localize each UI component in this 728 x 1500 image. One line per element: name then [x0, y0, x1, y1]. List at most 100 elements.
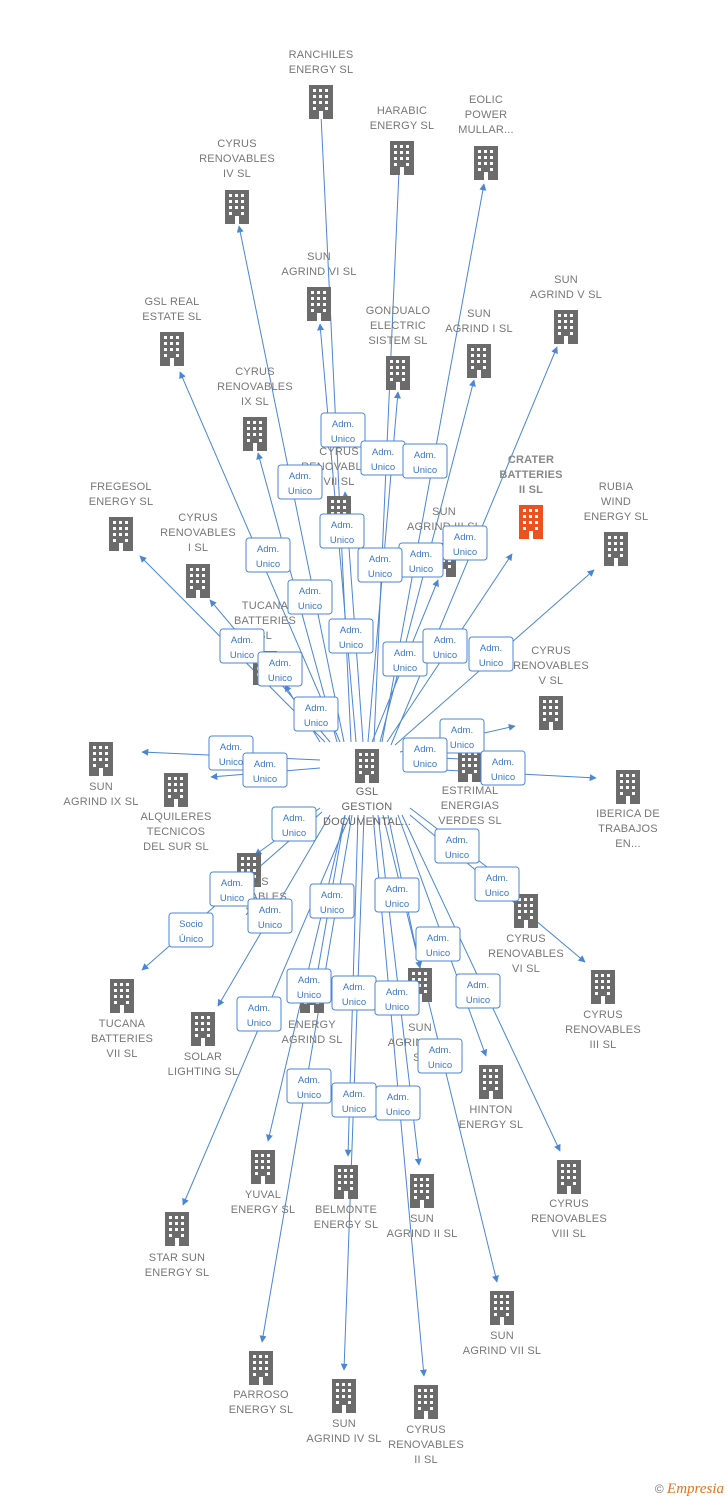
role-badge[interactable]: Adm.Unico: [293, 696, 339, 732]
role-badge[interactable]: Adm.Unico: [331, 1082, 377, 1118]
badge-label: Adm.: [257, 544, 279, 555]
role-badge[interactable]: Adm.Unico: [247, 898, 293, 934]
node-center[interactable]: GSLGESTIONDOCUMENTAL...: [323, 749, 411, 828]
role-badge[interactable]: Adm.Unico: [455, 973, 501, 1009]
node-label-line: V SL: [539, 675, 564, 687]
node-label-line: BATTERIES: [91, 1033, 153, 1045]
role-badge[interactable]: Adm.Unico: [357, 547, 403, 583]
role-badge[interactable]: Adm.Unico: [398, 542, 444, 578]
node-label-line: AGRIND VI SL: [281, 266, 356, 278]
node-eolic[interactable]: EOLICPOWERMULLAR...: [458, 94, 514, 180]
building-icon: [191, 1012, 215, 1046]
role-badge[interactable]: Adm.Unico: [468, 636, 514, 672]
node-label-line: VI SL: [512, 963, 540, 975]
role-badge[interactable]: Adm.Unico: [320, 412, 366, 448]
role-badge[interactable]: Adm.Unico: [287, 579, 333, 615]
role-badge[interactable]: Adm.Unico: [402, 737, 448, 773]
node-label-line: SISTEM SL: [368, 335, 427, 347]
role-badge[interactable]: Adm.Unico: [374, 980, 420, 1016]
node-label-line: ENERGY SL: [314, 1219, 379, 1231]
badge-label: Unico: [453, 547, 477, 558]
role-badge[interactable]: Adm.Unico: [415, 926, 461, 962]
role-badge[interactable]: Adm.Unico: [245, 537, 291, 573]
role-badge[interactable]: Adm.Unico: [236, 996, 282, 1032]
building-icon: [89, 742, 113, 776]
node-label-line: BATTERIES: [234, 615, 296, 627]
building-icon: [539, 696, 563, 730]
role-badge[interactable]: Adm.Unico: [328, 618, 374, 654]
role-badge[interactable]: Adm.Unico: [422, 628, 468, 664]
role-badge[interactable]: Adm.Unico: [417, 1038, 463, 1074]
role-badge[interactable]: Adm.Unico: [382, 641, 428, 677]
role-badge[interactable]: Adm.Unico: [439, 718, 485, 754]
role-badge[interactable]: Adm.Unico: [360, 440, 406, 476]
node-label-line: IX SL: [241, 396, 269, 408]
role-badge[interactable]: Adm.Unico: [375, 1085, 421, 1121]
role-badge[interactable]: Adm.Unico: [374, 877, 420, 913]
badge-label: Unico: [220, 893, 244, 904]
role-badge[interactable]: Adm.Unico: [434, 828, 480, 864]
role-badge[interactable]: Adm.Unico: [286, 1068, 332, 1104]
badge-label: Unico: [413, 759, 437, 770]
badge-label: Adm.: [386, 884, 408, 895]
role-badge[interactable]: Adm.Unico: [474, 866, 520, 902]
node-iberica[interactable]: IBERICA DETRABAJOSEN...: [596, 770, 660, 850]
node-label-line: CYRUS: [178, 512, 218, 524]
role-badge[interactable]: Adm.Unico: [242, 752, 288, 788]
role-badge[interactable]: Adm.Unico: [442, 525, 488, 561]
role-badge[interactable]: Adm.Unico: [319, 513, 365, 549]
role-badge[interactable]: Adm.Unico: [286, 968, 332, 1004]
badge-label: Unico: [339, 640, 363, 651]
role-badge[interactable]: Adm.Unico: [209, 871, 255, 907]
role-badge[interactable]: Adm.Unico: [402, 443, 448, 479]
badge-label: Adm.: [414, 450, 436, 461]
badge-label: Adm.: [429, 1045, 451, 1056]
node-label-line: AGRIND V SL: [530, 289, 602, 301]
role-badge[interactable]: Adm.Unico: [331, 975, 377, 1011]
footer-brand[interactable]: © Empresia: [655, 1481, 724, 1498]
building-icon: [309, 85, 333, 119]
role-badge[interactable]: Adm.Unico: [271, 806, 317, 842]
badge-label: Adm.: [220, 742, 242, 753]
role-badge[interactable]: Adm.Unico: [309, 883, 355, 919]
role-badge[interactable]: Adm.Unico: [219, 628, 265, 664]
role-badge[interactable]: Adm.Unico: [480, 750, 526, 786]
role-badge[interactable]: Adm.Unico: [257, 651, 303, 687]
role-badge[interactable]: Adm.Unico: [277, 464, 323, 500]
badge-label: Adm.: [387, 1092, 409, 1103]
